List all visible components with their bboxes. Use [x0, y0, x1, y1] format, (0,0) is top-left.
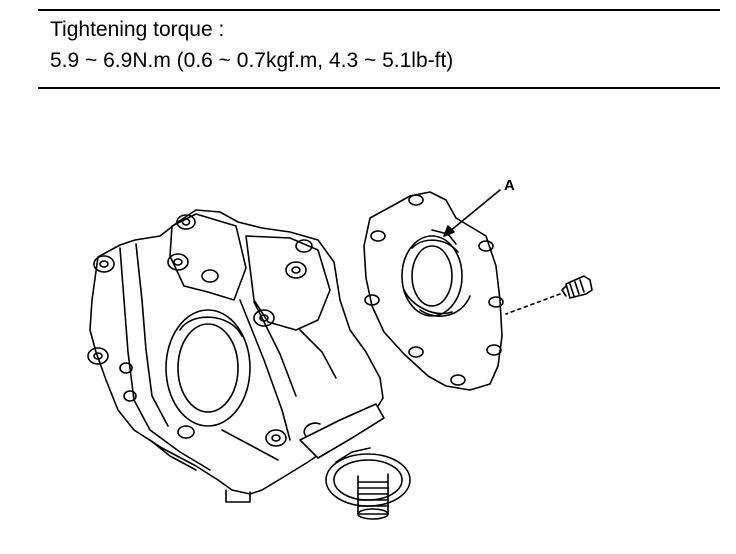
pump-cover: [363, 191, 504, 391]
oil-pump-diagram: A: [87, 177, 593, 520]
callout-label-a: A: [504, 177, 515, 194]
cover-bolt: [505, 275, 593, 315]
pump-housing: [87, 209, 385, 503]
torque-value: 5.9 ~ 6.9N.m (0.6 ~ 0.7kgf.m, 4.3 ~ 5.1l…: [50, 49, 454, 72]
filter-adapter: [325, 447, 411, 520]
torque-heading: Tightening torque :: [50, 18, 225, 41]
torque-spec: Tightening torque : 5.9 ~ 6.9N.m (0.6 ~ …: [50, 14, 453, 76]
bottom-rule: [38, 87, 720, 89]
top-rule: [38, 9, 720, 11]
callout-leader: [443, 189, 501, 237]
